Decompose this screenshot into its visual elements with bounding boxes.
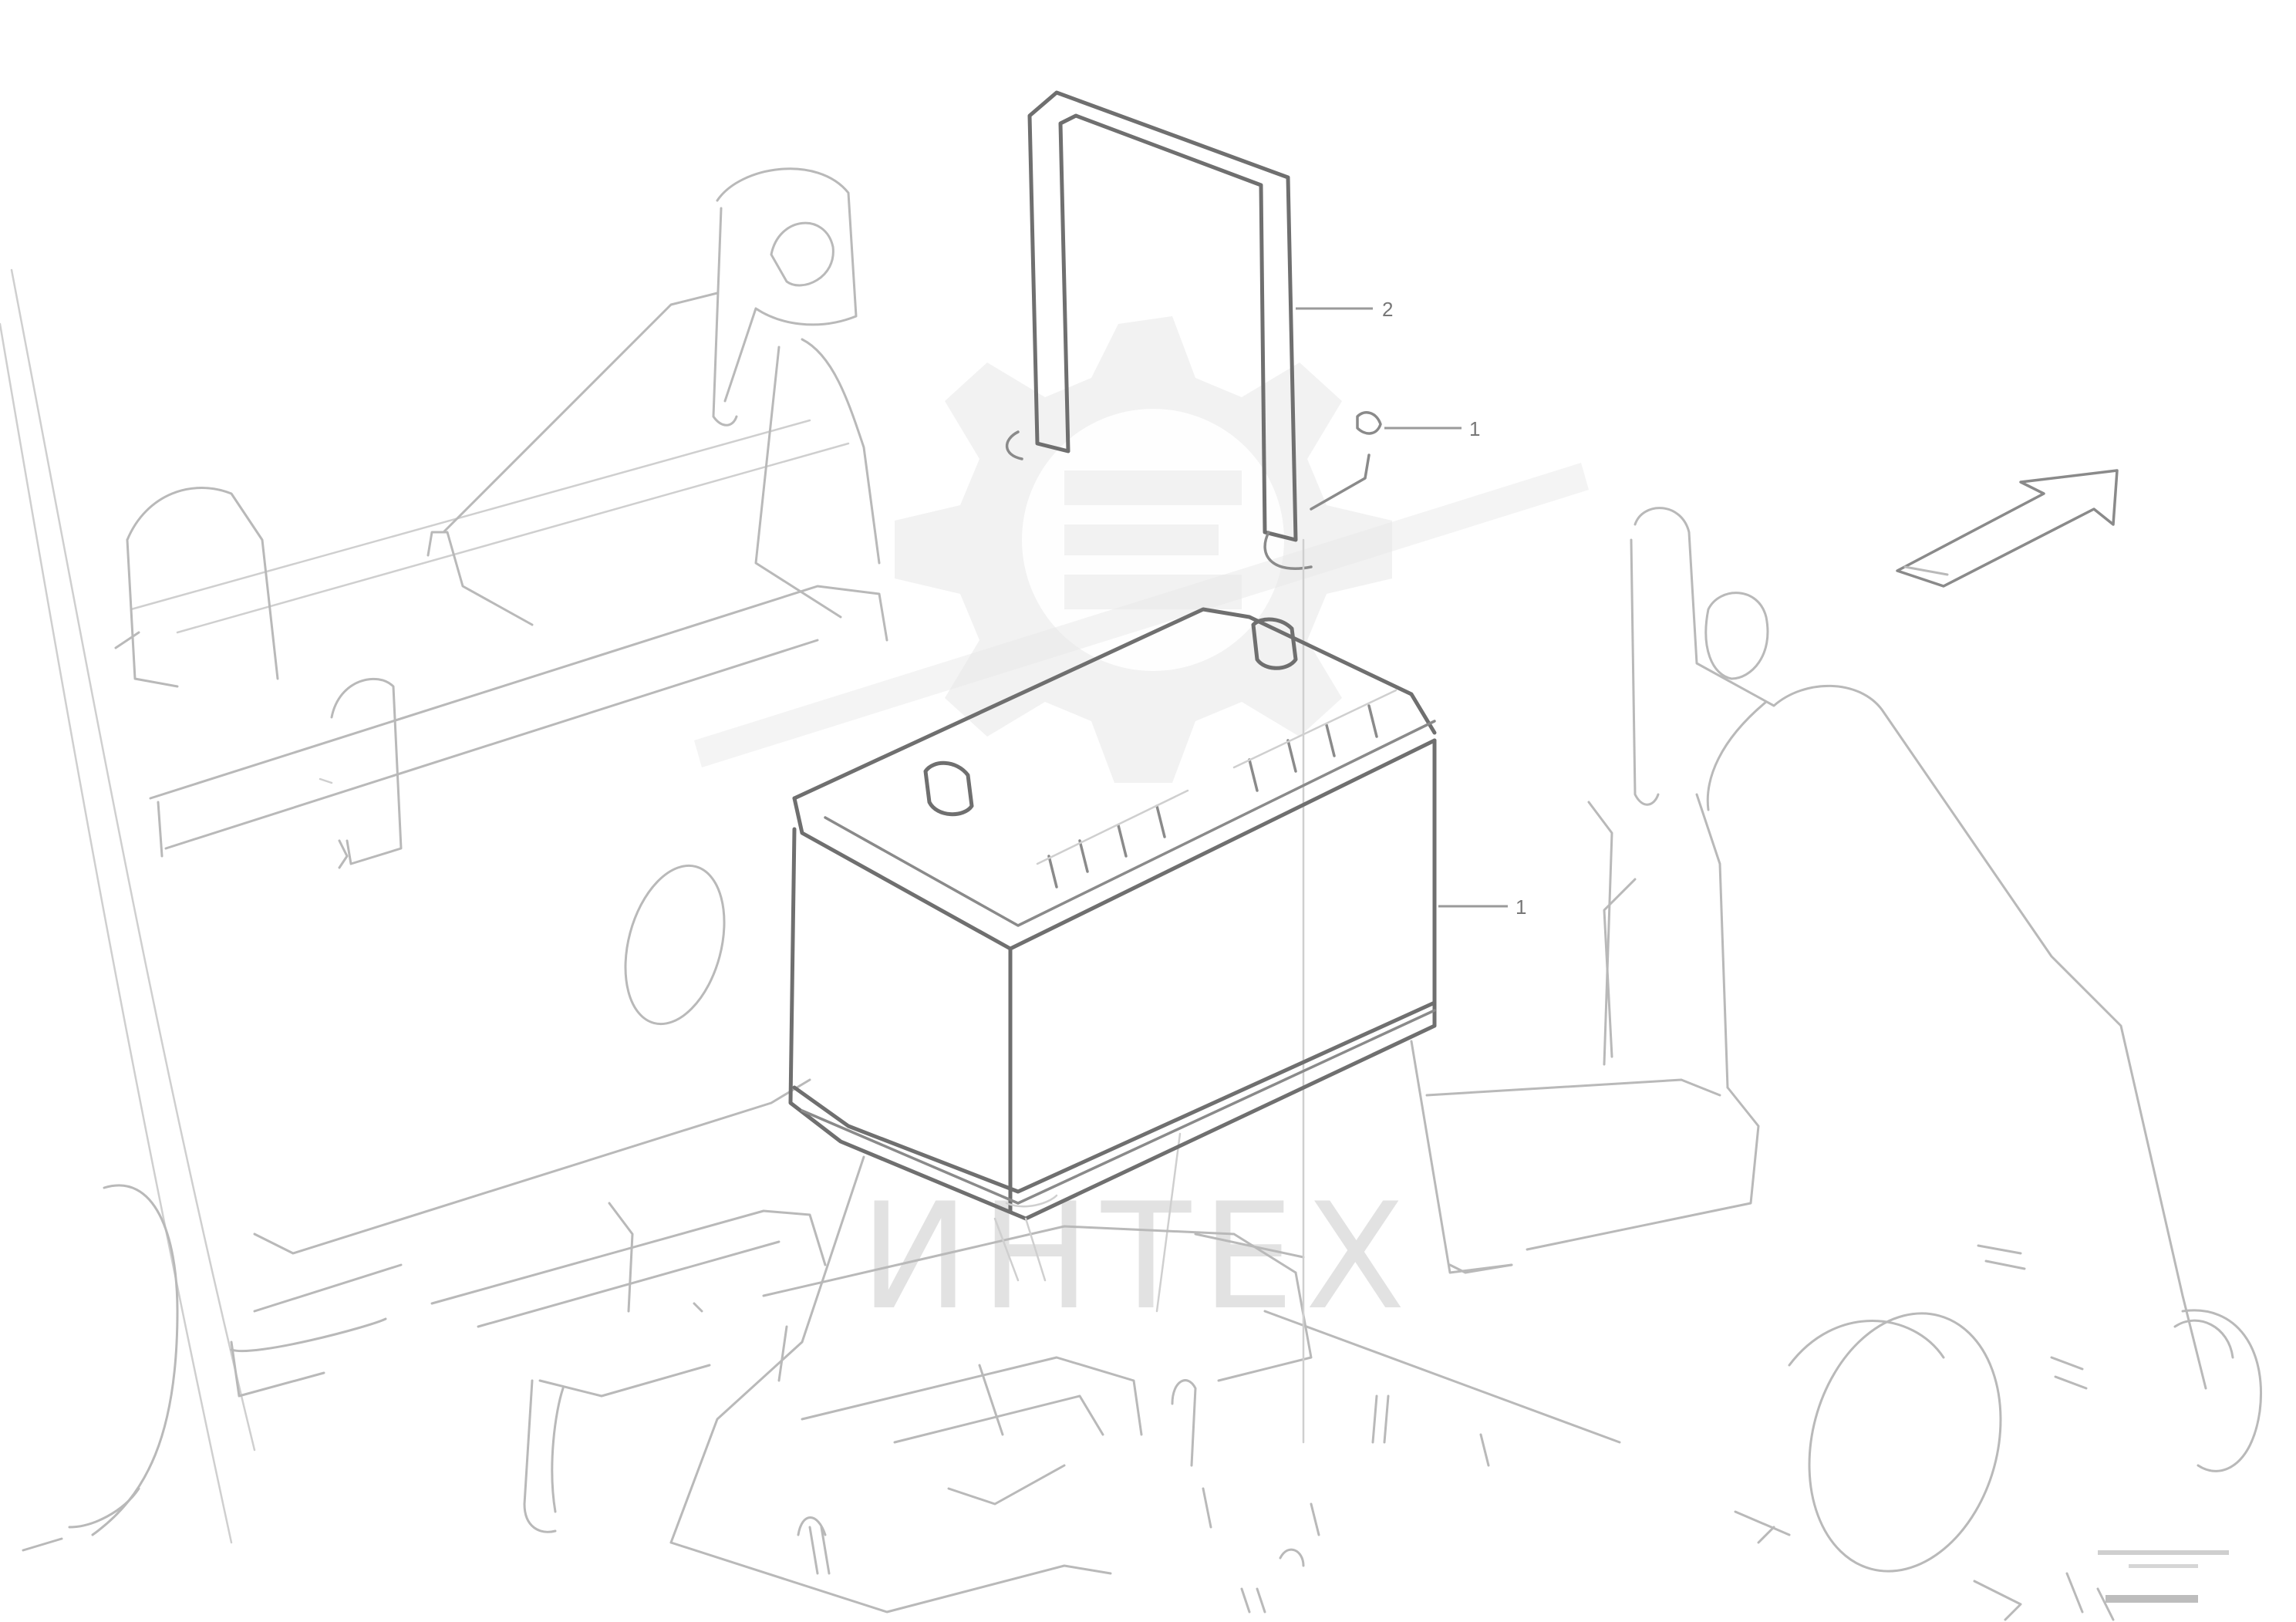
- callout-1-bolt-group: 1: [1384, 417, 1480, 440]
- callout-2-group: 2: [1296, 298, 1393, 321]
- bolt: [1310, 411, 1382, 511]
- callout-1-battery-group: 1: [1438, 895, 1526, 919]
- callout-1-bolt-label: 1: [1469, 417, 1480, 440]
- battery: [788, 607, 1437, 1282]
- intex-watermark-logo: ИНТЕХ: [694, 316, 1589, 1342]
- callout-1-battery-label: 1: [1515, 895, 1526, 919]
- watermark-text: ИНТЕХ: [860, 1172, 1416, 1342]
- drawing-reference-block: [2098, 1550, 2229, 1603]
- callout-2-label: 2: [1382, 298, 1393, 321]
- machine-frame: [0, 167, 2262, 1621]
- battery-strap: [1005, 90, 1313, 1444]
- direction-arrow: [1896, 469, 2119, 588]
